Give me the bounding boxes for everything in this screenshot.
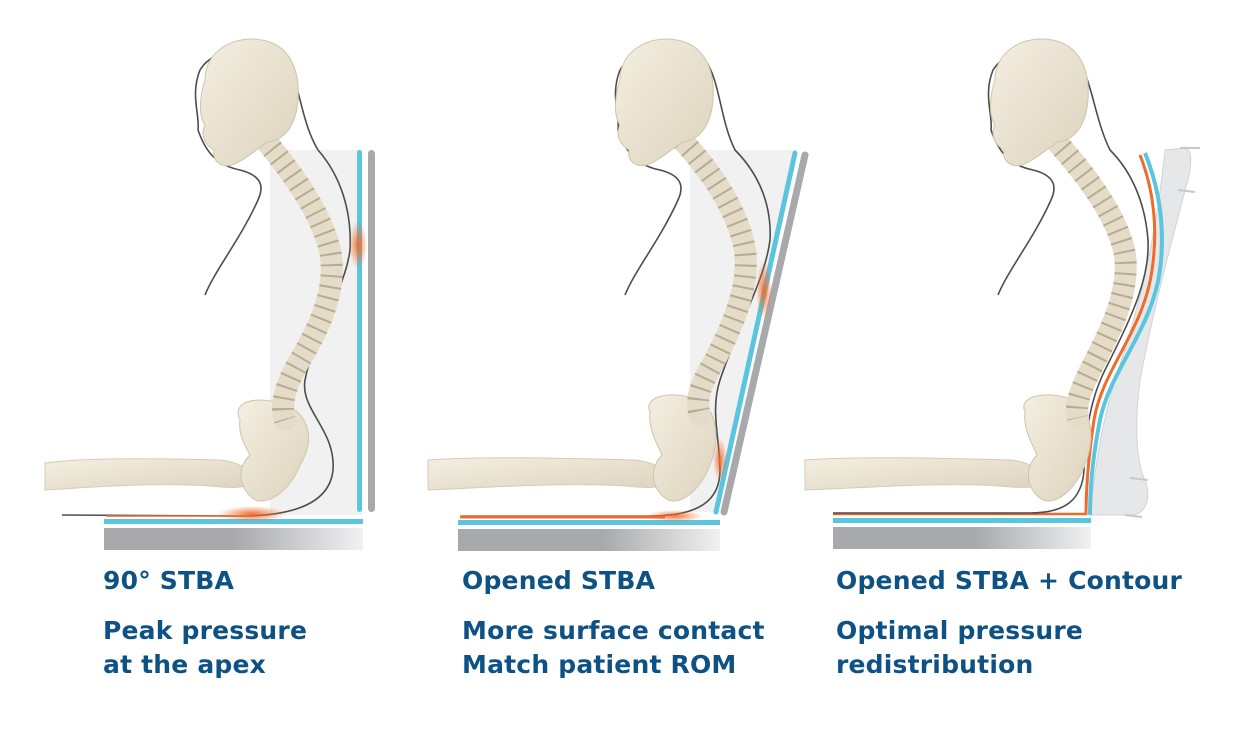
panel-opened-stba-contour: Opened STBA + Contour Optimal pressure r… <box>790 0 1250 729</box>
backrest-cushion-line <box>357 150 362 512</box>
seated-skeleton-reclined-backrest-illustration <box>427 38 809 551</box>
panel-title: 90° STBA <box>103 566 235 595</box>
seat-base <box>104 528 363 550</box>
description-line: Peak pressure <box>103 616 308 645</box>
femur-bone <box>804 457 1046 491</box>
description-line: More surface contact <box>462 616 765 645</box>
femur-bone <box>427 457 671 491</box>
panel-title: Opened STBA <box>462 566 656 595</box>
seated-skeleton-contoured-backrest-illustration <box>804 38 1200 549</box>
pressure-hotspot-sacrum <box>713 438 727 482</box>
backrest-cushion-line <box>1088 152 1164 516</box>
backrest-bracket-bottom <box>1124 477 1149 518</box>
description-line: Match patient ROM <box>462 650 737 679</box>
skull <box>615 38 714 167</box>
pressure-hotspot-midback <box>756 260 772 320</box>
skull <box>200 38 299 167</box>
description-line: Optimal pressure <box>836 616 1084 645</box>
spine <box>1044 129 1137 429</box>
seat-cushion-line <box>458 520 720 525</box>
panel-opened-stba: Opened STBA More surface contact Match p… <box>420 0 820 729</box>
pressure-contour-line <box>1084 154 1157 516</box>
skull <box>990 38 1089 167</box>
panel-title: Opened STBA + Contour <box>836 566 1183 595</box>
panel-description: Optimal pressure redistribution <box>836 614 1083 682</box>
body-outline <box>462 48 771 517</box>
backrest-frame <box>720 151 809 516</box>
femur-bone <box>44 458 256 491</box>
description-line: at the apex <box>103 650 266 679</box>
seat-base <box>833 527 1091 549</box>
seat-cushion-line <box>104 519 363 524</box>
description-line: redistribution <box>836 650 1034 679</box>
pressure-hotspot-ischium <box>218 506 286 522</box>
panel-90-stba: 90° STBA Peak pressure at the apex <box>0 0 420 729</box>
panel-description: Peak pressure at the apex <box>103 614 307 682</box>
backrest-bracket-top <box>1177 147 1200 193</box>
panel-description: More surface contact Match patient ROM <box>462 614 765 682</box>
pressure-hotspot-apex <box>349 221 367 269</box>
seat-base <box>458 529 720 551</box>
seat-cushion-line <box>833 518 1091 523</box>
backrest-cushion-line <box>713 150 798 515</box>
backrest-frame <box>368 150 375 512</box>
seated-skeleton-vertical-backrest-illustration <box>44 38 375 550</box>
